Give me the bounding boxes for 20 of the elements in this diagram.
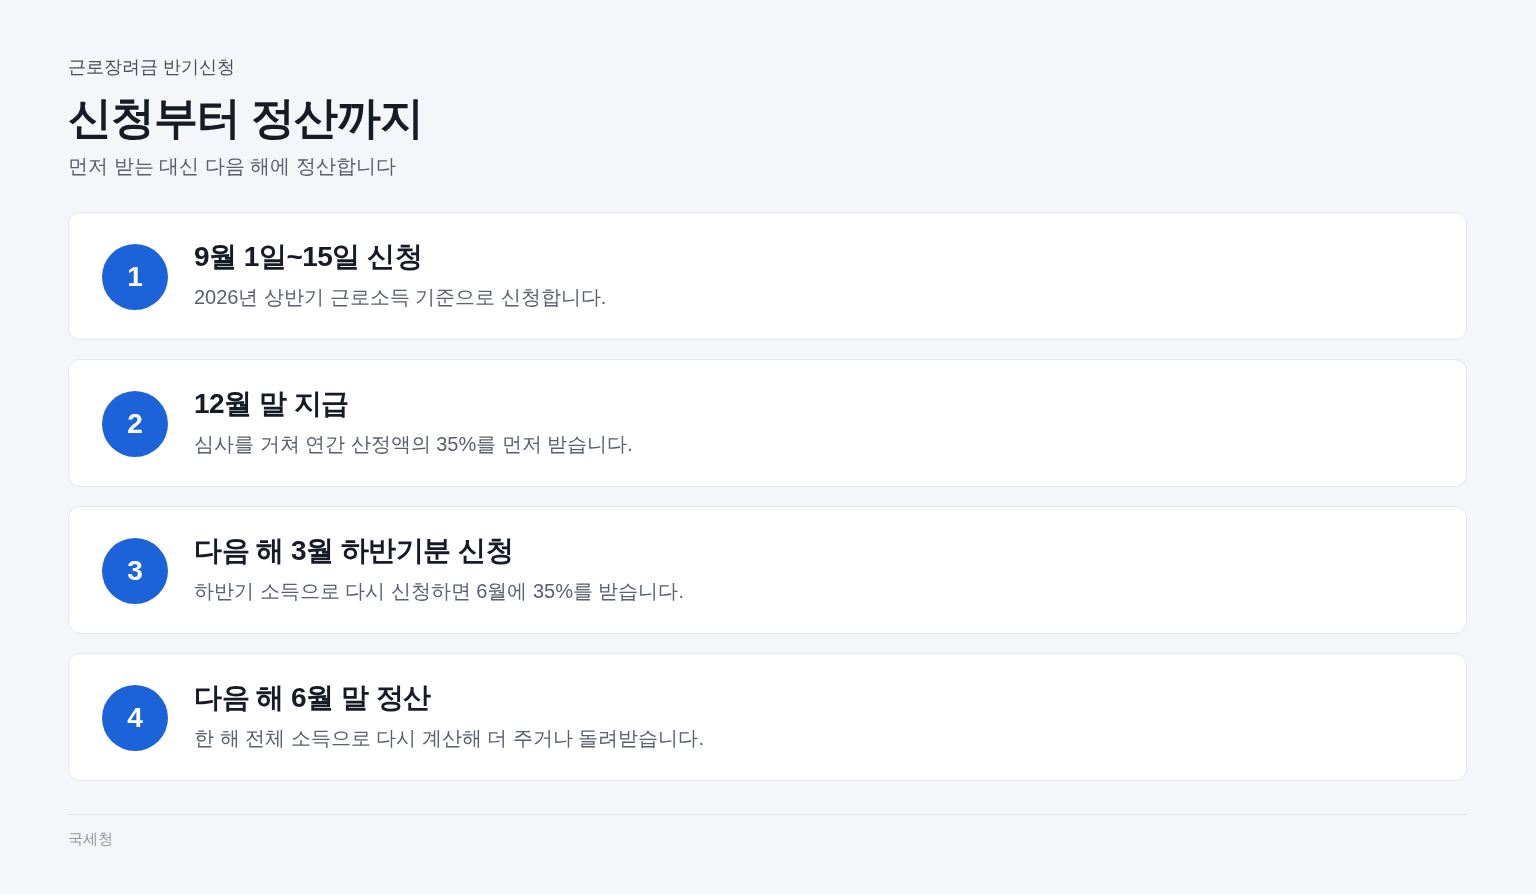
source-note: 국세청 <box>68 829 113 849</box>
step-number: 1 <box>102 244 168 310</box>
step-heading: 다음 해 3월 하반기분 신청 <box>194 534 514 568</box>
step-heading: 9월 1일~15일 신청 <box>194 240 423 274</box>
step-card <box>68 212 1467 340</box>
step-description: 2026년 상반기 근로소득 기준으로 신청합니다. <box>194 285 607 310</box>
step-number: 3 <box>102 538 168 604</box>
step-heading: 다음 해 6월 말 정산 <box>194 681 431 715</box>
step-number: 4 <box>102 685 168 751</box>
step-heading: 12월 말 지급 <box>194 387 349 421</box>
step-card <box>68 359 1467 487</box>
step-card <box>68 653 1467 781</box>
page-title: 신청부터 정산까지 <box>68 92 424 144</box>
step-number: 2 <box>102 391 168 457</box>
step-description: 하반기 소득으로 다시 신청하면 6월에 35%를 받습니다. <box>194 579 685 604</box>
subtitle: 먼저 받는 대신 다음 해에 정산합니다 <box>68 154 396 179</box>
step-description: 심사를 거쳐 연간 산정액의 35%를 먼저 받습니다. <box>194 432 633 457</box>
step-card <box>68 506 1467 634</box>
category-label: 근로장려금 반기신청 <box>68 56 235 79</box>
step-description: 한 해 전체 소득으로 다시 계산해 더 주거나 돌려받습니다. <box>194 726 704 751</box>
